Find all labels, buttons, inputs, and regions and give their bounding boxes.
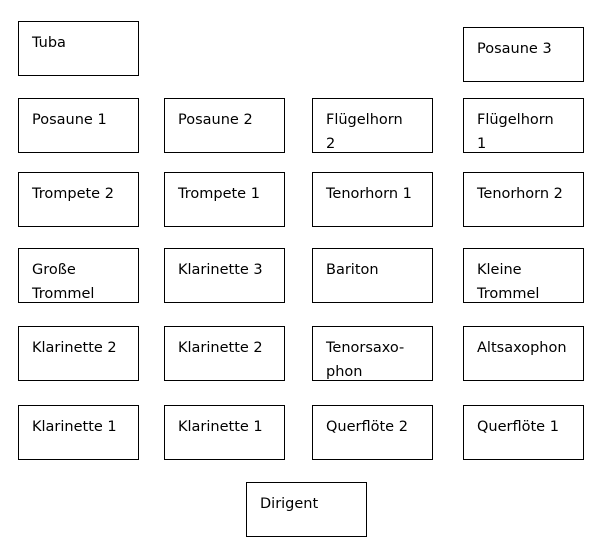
seat-posaune-3: Posaune 3 [463,27,584,82]
seat-label: Klarinette 2 [178,340,263,356]
seat-bariton: Bariton [312,248,433,303]
seat-klarinette-1-right: Klarinette 1 [164,405,285,460]
seat-label: Querflöte 2 [326,419,408,435]
seat-label: Posaune 1 [32,112,107,128]
seat-label: Trompete 2 [32,186,114,202]
seat-posaune-1: Posaune 1 [18,98,139,153]
seat-grosse-trommel: Große Trommel [18,248,139,303]
seat-label: Klarinette 1 [178,419,263,435]
seat-fluegelhorn-2: Flügelhorn 2 [312,98,433,153]
seat-kleine-trommel: Kleine Trommel [463,248,584,303]
seat-label: Bariton [326,262,379,278]
seat-label: Klarinette 2 [32,340,117,356]
seat-label: Große Trommel [32,262,95,302]
seat-querfloete-2: Querflöte 2 [312,405,433,460]
seat-tenorsaxophon: Tenorsaxo-phon [312,326,433,381]
seat-label: Tenorhorn 2 [477,186,563,202]
seat-label: Trompete 1 [178,186,260,202]
seat-label: Posaune 3 [477,41,552,57]
seat-label: Flügelhorn 2 [326,112,403,152]
seat-label: Klarinette 1 [32,419,117,435]
seat-label: Tuba [32,35,66,51]
seat-klarinette-2-left: Klarinette 2 [18,326,139,381]
seat-dirigent: Dirigent [246,482,367,537]
seat-label: Altsaxophon [477,340,567,356]
seat-label: Kleine Trommel [477,262,540,302]
seat-trompete-1: Trompete 1 [164,172,285,227]
seat-klarinette-1-left: Klarinette 1 [18,405,139,460]
seat-label: Dirigent [260,496,319,512]
seat-klarinette-2-right: Klarinette 2 [164,326,285,381]
seat-altsaxophon: Altsaxophon [463,326,584,381]
seat-tenorhorn-2: Tenorhorn 2 [463,172,584,227]
seat-klarinette-3: Klarinette 3 [164,248,285,303]
seat-label: Posaune 2 [178,112,253,128]
seat-tuba: Tuba [18,21,139,76]
seat-label: Klarinette 3 [178,262,263,278]
seat-label: Tenorhorn 1 [326,186,412,202]
seat-label: Querflöte 1 [477,419,559,435]
seat-trompete-2: Trompete 2 [18,172,139,227]
seat-posaune-2: Posaune 2 [164,98,285,153]
seat-querfloete-1: Querflöte 1 [463,405,584,460]
seat-tenorhorn-1: Tenorhorn 1 [312,172,433,227]
seat-label: Flügelhorn 1 [477,112,554,152]
seat-label: Tenorsaxo-phon [326,340,405,380]
seat-fluegelhorn-1: Flügelhorn 1 [463,98,584,153]
